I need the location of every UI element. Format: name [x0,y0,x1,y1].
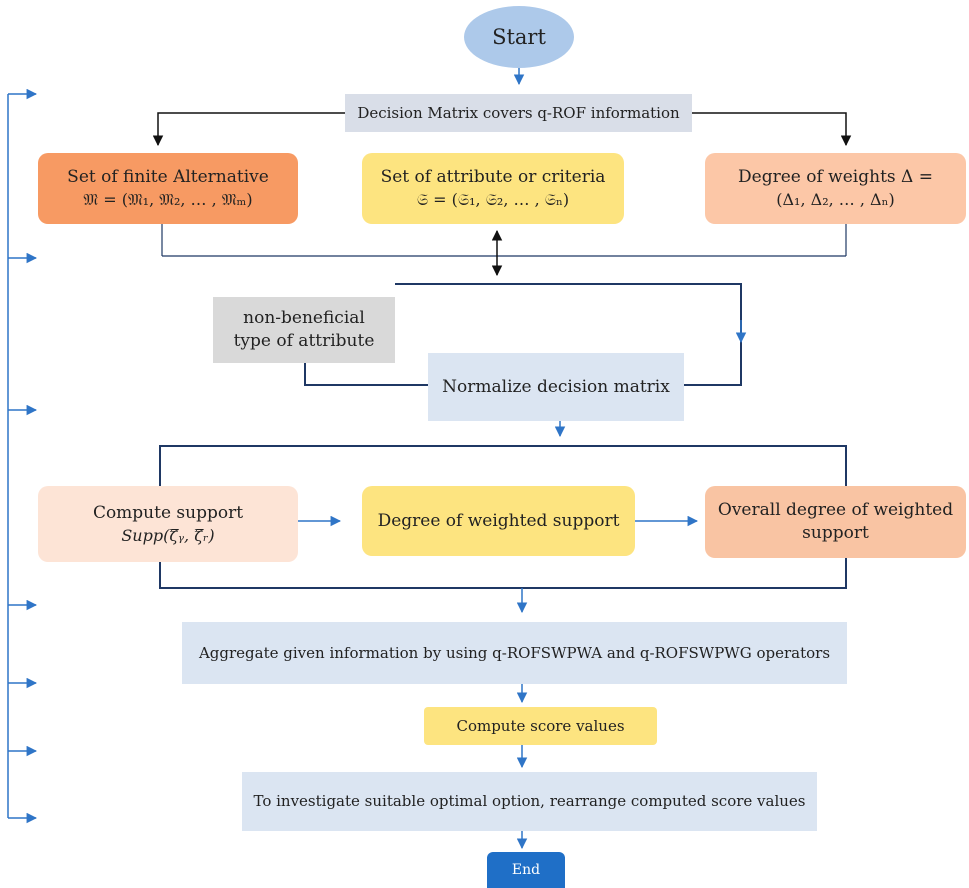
weighted-support-box: Degree of weighted support [362,486,635,556]
investigate-box: To investigate suitable optimal option, … [242,772,817,831]
compute-support-title: Compute support [92,502,244,523]
overall-support-line2: support [802,523,869,543]
decision-matrix-bar: Decision Matrix covers q-ROF information [345,94,692,132]
weighted-support-label: Degree of weighted support [377,510,620,531]
alternatives-box: Set of finite Alternative 𝔐 = (𝔐₁, 𝔐₂, …… [38,153,298,224]
attributes-box: Set of attribute or criteria 𝔖 = (𝔖₁, 𝔖₂… [362,153,624,224]
alternatives-formula: 𝔐 = (𝔐₁, 𝔐₂, … , 𝔐ₘ) [83,190,253,210]
attributes-title: Set of attribute or criteria [380,167,606,188]
feedback-rail [7,88,38,824]
non-beneficial-line2: type of attribute [233,331,375,351]
weights-box: Degree of weights Δ = (Δ₁, Δ₂, … , Δₙ) [705,153,966,224]
decision-matrix-label: Decision Matrix covers q-ROF information [357,104,680,122]
non-beneficial-box: non-beneficial type of attribute [213,297,395,363]
support-formula: Supp(ζ̿ᵧ, ζ̿ᵣ) [121,525,215,545]
weights-formula: (Δ₁, Δ₂, … , Δₙ) [776,190,895,210]
end-node: End [487,852,565,888]
aggregate-label: Aggregate given information by using q-R… [198,643,831,662]
compute-support-box: Compute support Supp(ζ̿ᵧ, ζ̿ᵣ) [38,486,298,562]
overall-support-line1: Overall degree of weighted [717,500,954,521]
weights-title: Degree of weights Δ = [738,167,933,188]
start-node: Start [464,6,574,68]
alternatives-title: Set of finite Alternative [67,167,269,188]
investigate-label: To investigate suitable optimal option, … [253,792,806,811]
score-box: Compute score values [424,707,657,745]
aggregate-box: Aggregate given information by using q-R… [182,622,847,684]
non-beneficial-line1: non-beneficial [243,308,365,329]
normalize-label: Normalize decision matrix [442,376,670,397]
end-label: End [511,862,541,878]
overall-support-box: Overall degree of weighted support [705,486,966,558]
attributes-formula: 𝔖 = (𝔖₁, 𝔖₂, … , 𝔖ₙ) [416,190,570,210]
score-label: Compute score values [456,716,625,735]
start-label: Start [492,25,546,49]
normalize-box: Normalize decision matrix [428,353,684,421]
